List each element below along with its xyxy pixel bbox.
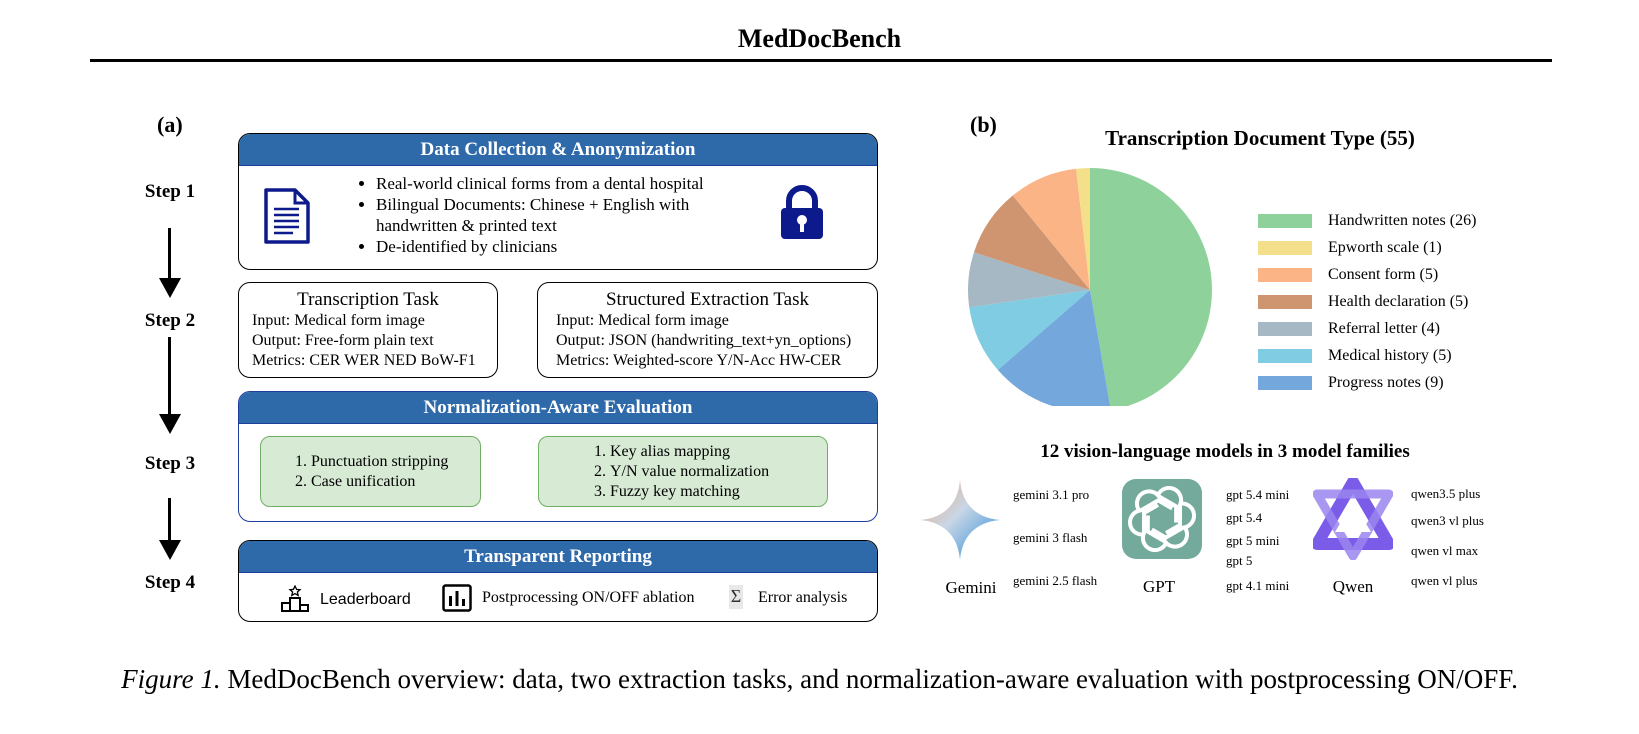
pie-slice-1 [997, 290, 1111, 406]
reporting-header: Transparent Reporting [239, 541, 877, 573]
gpt-logo-icon [1122, 479, 1202, 559]
transcription-task-title: Transcription Task [297, 289, 439, 310]
pie-slice-3 [967, 252, 1090, 308]
model-gemini-3-flash: gemini 3 flash [1013, 530, 1088, 545]
sigma-icon: Σ [729, 585, 743, 609]
pie-title: Transcription Document Type (55) [1105, 126, 1415, 150]
transcription-output: Output: Free-form plain text [252, 332, 434, 349]
model-qwen3-5-plus: qwen3.5 plus [1411, 486, 1481, 501]
extraction-task-box: Structured Extraction Task Input: Medica… [537, 282, 878, 378]
reporting-box: Transparent Reporting Leaderboard Postpr… [238, 540, 878, 622]
model-gpt-4-1-mini: gpt 4.1 mini [1226, 578, 1290, 593]
normalization-item: Punctuation stripping [311, 452, 480, 472]
extraction-metrics: Metrics: Weighted-score Y/N-Acc HW-CER [556, 352, 842, 369]
pie-chart [967, 168, 1212, 406]
document-icon [263, 187, 311, 250]
data-collection-header: Data Collection & Anonymization [239, 134, 877, 166]
panel-a-label: (a) [157, 112, 183, 137]
model-qwen3-vl-plus: qwen3 vl plus [1411, 513, 1484, 528]
step-2-label: Step 2 [144, 310, 196, 331]
caption-text: MedDocBench overview: data, two extracti… [220, 664, 1518, 694]
ablation-label: Postprocessing ON/OFF ablation [482, 589, 695, 606]
pie-legend: Handwritten notes (26) Epworth scale (1) C… [1258, 207, 1476, 396]
step-1-label: Step 1 [144, 181, 196, 202]
legend-label: Health declaration (5) [1328, 292, 1469, 310]
legend-item: Handwritten notes (26) [1258, 207, 1476, 234]
data-collection-box: Data Collection & Anonymization Real-wor… [238, 133, 878, 270]
legend-label: Medical history (5) [1328, 346, 1452, 364]
models-title: 12 vision-language models in 3 model fam… [1040, 441, 1410, 462]
normalization-item: Fuzzy key matching [610, 482, 827, 502]
legend-swatch [1258, 240, 1312, 255]
legend-label: Consent form (5) [1328, 265, 1439, 283]
bullet-real-world: Real-world clinical forms from a dental … [376, 173, 774, 194]
normalization-item: Case unification [311, 472, 480, 492]
legend-swatch [1258, 375, 1312, 390]
step-3-label: Step 3 [144, 453, 196, 474]
json-normalization-box: Key alias mapping Y/N value normalizatio… [538, 436, 828, 507]
bullet-bilingual: Bilingual Documents: Chinese + English w… [376, 194, 774, 236]
model-qwen-vl-max: qwen vl max [1411, 543, 1479, 558]
qwen-logo-icon [1311, 476, 1395, 565]
pie-slice-2 [969, 290, 1090, 370]
error-analysis-label: Error analysis [758, 589, 848, 606]
data-collection-bullets: Real-world clinical forms from a dental … [354, 173, 774, 257]
legend-item: Progress notes (9) [1258, 369, 1476, 396]
legend-label: Epworth scale (1) [1328, 238, 1442, 256]
legend-item: Referral letter (4) [1258, 315, 1476, 342]
legend-label: Progress notes (9) [1328, 373, 1444, 391]
legend-swatch [1258, 213, 1312, 228]
panel-b-label: (b) [970, 112, 997, 137]
extraction-input: Input: Medical form image [556, 312, 729, 329]
normalization-item: Y/N value normalization [610, 462, 827, 482]
legend-item: Health declaration (5) [1258, 288, 1476, 315]
arrow-step3-step4 [159, 498, 181, 560]
text-normalization-box: Punctuation stripping Case unification [260, 436, 481, 507]
legend-swatch [1258, 321, 1312, 336]
podium-icon [281, 584, 309, 618]
evaluation-header: Normalization-Aware Evaluation [239, 392, 877, 424]
family-qwen: Qwen [1332, 577, 1374, 596]
pie-slice-5 [1012, 168, 1090, 290]
legend-item: Epworth scale (1) [1258, 234, 1476, 261]
lock-icon [779, 185, 825, 246]
transcription-input: Input: Medical form image [252, 312, 425, 329]
bullet-deidentified: De-identified by clinicians [376, 236, 774, 257]
pie-slice-4 [973, 195, 1090, 290]
model-gemini-2-5-flash: gemini 2.5 flash [1013, 573, 1098, 588]
family-gpt: GPT [1142, 577, 1176, 596]
legend-label: Handwritten notes (26) [1328, 211, 1477, 229]
legend-swatch [1258, 348, 1312, 363]
pie-slice-6 [1076, 168, 1090, 290]
legend-item: Medical history (5) [1258, 342, 1476, 369]
evaluation-box: Normalization-Aware Evaluation Punctuati… [238, 391, 878, 522]
gemini-logo-icon [920, 480, 1000, 565]
legend-swatch [1258, 294, 1312, 309]
title-rule [90, 59, 1552, 62]
extraction-output: Output: JSON (handwriting_text+yn_option… [556, 332, 852, 349]
page-title: MedDocBench [737, 24, 902, 53]
model-gemini-3-1-pro: gemini 3.1 pro [1013, 487, 1090, 502]
arrow-step2-step3 [159, 337, 181, 434]
step-4-label: Step 4 [144, 572, 196, 593]
normalization-item: Key alias mapping [610, 442, 827, 462]
model-gpt-5-mini: gpt 5 mini [1226, 533, 1280, 548]
model-gpt-5-4-mini: gpt 5.4 mini [1226, 487, 1290, 502]
model-qwen-vl-plus: qwen vl plus [1411, 573, 1478, 588]
leaderboard-label: Leaderboard [320, 591, 411, 608]
extraction-task-title: Structured Extraction Task [605, 289, 810, 310]
figure-caption: Figure 1. MedDocBench overview: data, tw… [0, 664, 1639, 695]
figure-label: Figure 1. [121, 664, 221, 694]
legend-label: Referral letter (4) [1328, 319, 1440, 337]
transcription-task-box: Transcription Task Input: Medical form i… [238, 282, 498, 378]
model-gpt-5-4: gpt 5.4 [1226, 510, 1263, 525]
bar-chart-icon [442, 584, 472, 617]
legend-item: Consent form (5) [1258, 261, 1476, 288]
family-gemini: Gemini [945, 578, 997, 597]
pie-slice-0 [1090, 168, 1212, 406]
arrow-step1-step2 [159, 228, 181, 298]
transcription-metrics: Metrics: CER WER NED BoW-F1 [252, 352, 476, 369]
legend-swatch [1258, 267, 1312, 282]
model-gpt-5: gpt 5 [1226, 553, 1253, 568]
